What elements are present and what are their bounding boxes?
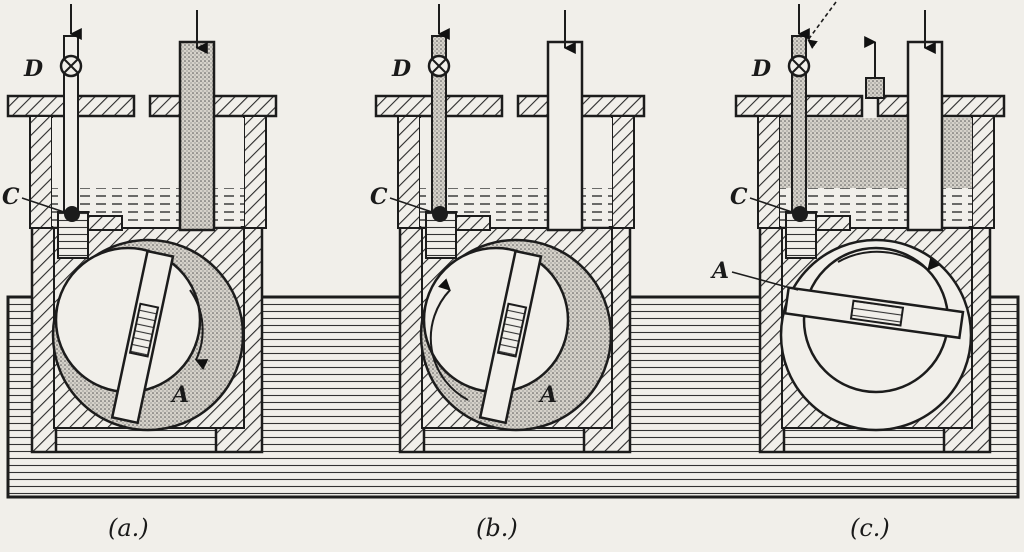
valve-d-cross-2 [431, 58, 447, 74]
leader-a [731, 271, 799, 291]
label-a: A [538, 382, 557, 408]
exhaust-port [865, 77, 885, 99]
caption: (b.) [476, 514, 518, 542]
caption: (a.) [108, 514, 149, 542]
rotation-arrow [429, 278, 469, 401]
valve-c-body [455, 215, 491, 231]
cover-side-right [243, 115, 267, 229]
leader-c [749, 197, 793, 213]
label-a: A [170, 382, 189, 408]
label-a: A [710, 258, 729, 284]
valve-c-ball [792, 206, 808, 222]
pump-panel-2: D C A (b.) [370, 4, 646, 542]
valve-d-cross-2 [63, 58, 79, 74]
inlet-pipe [178, 40, 216, 232]
rotation-arrow [189, 289, 209, 371]
label-c: C [730, 184, 748, 210]
label-d: D [23, 56, 43, 82]
inlet-pipe [546, 40, 584, 232]
cover-side-left [757, 115, 781, 229]
leader-c [21, 197, 65, 213]
cover-side-right [611, 115, 635, 229]
inlet-pipe [906, 40, 944, 232]
rotation-arrow [837, 250, 940, 271]
pump-panel-3: D C A (c.) [710, 1, 1006, 542]
label-d: D [751, 56, 771, 82]
leader-c [389, 197, 433, 213]
cover-side-left [29, 115, 53, 229]
cover-side-left [397, 115, 421, 229]
vane-spring [496, 302, 528, 358]
vane-spring [849, 299, 905, 327]
valve-c-ball [64, 206, 80, 222]
air-arrow [807, 1, 837, 49]
pump-panel-1: D C A (a.) [2, 4, 278, 542]
cover-side-right [971, 115, 995, 229]
vane-spring [128, 302, 160, 358]
caption: (c.) [850, 514, 890, 542]
label-c: C [2, 184, 20, 210]
label-c: C [370, 184, 388, 210]
valve-c-body [815, 215, 851, 231]
valve-c-body [87, 215, 123, 231]
valve-c-ball [432, 206, 448, 222]
label-d: D [391, 56, 411, 82]
valve-d-cross-2 [791, 58, 807, 74]
